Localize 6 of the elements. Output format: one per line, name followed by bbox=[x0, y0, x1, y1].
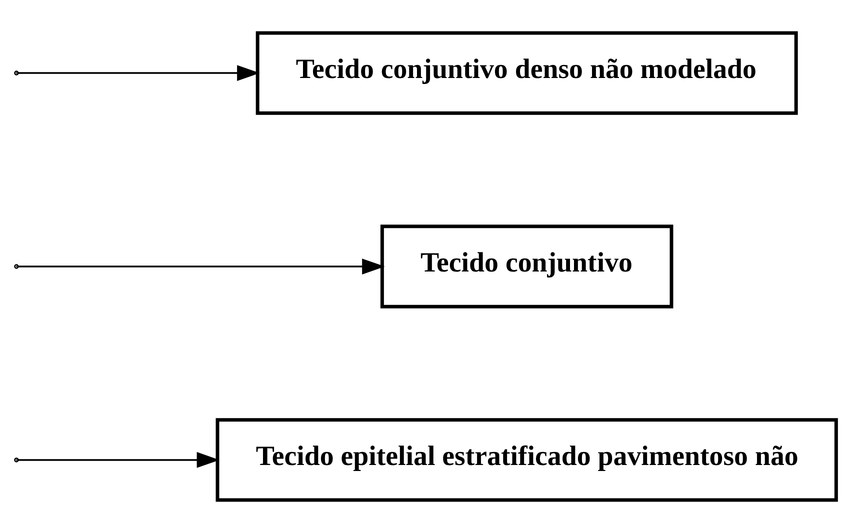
node-box: Tecido epitelial estratificado pavimentoso não bbox=[216, 418, 838, 502]
arrow bbox=[17, 64, 260, 80]
node-box: Tecido conjuntivo denso não modelado bbox=[256, 30, 798, 114]
arrow bbox=[17, 452, 220, 468]
arrow bbox=[17, 258, 385, 274]
node-box: Tecido conjuntivo bbox=[380, 224, 674, 308]
